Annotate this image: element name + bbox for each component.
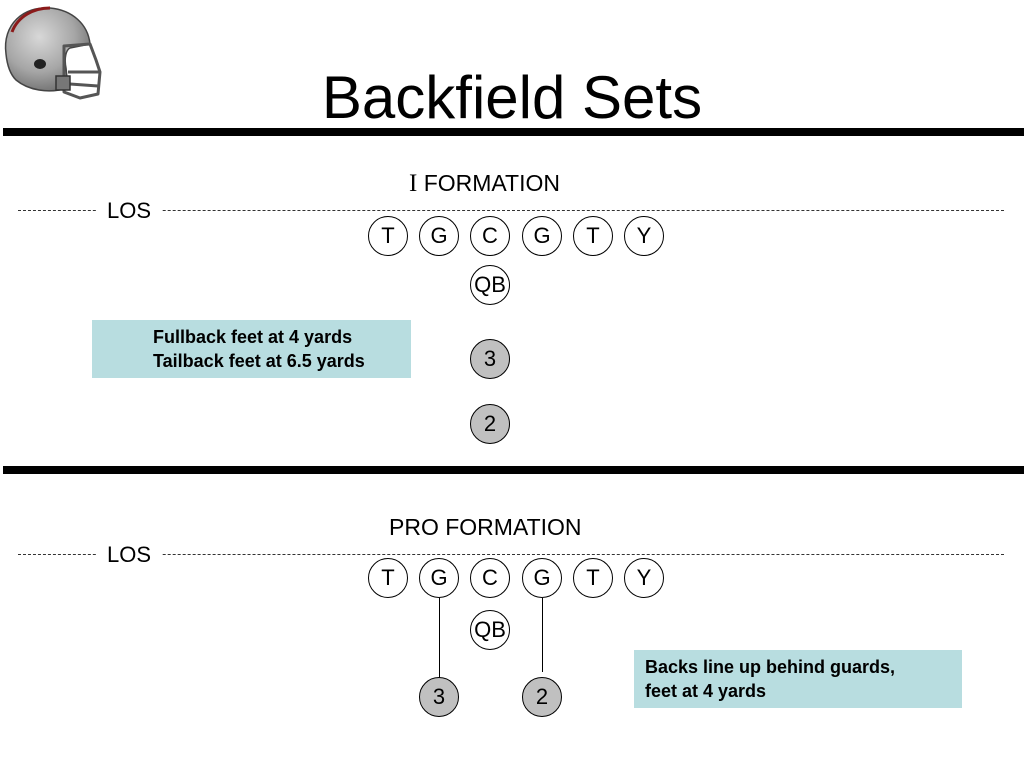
i-lineman-center: C: [470, 216, 510, 256]
i-formation-note: Fullback feet at 4 yards Tailback feet a…: [92, 320, 411, 378]
i-formation-title-prefix: I: [409, 170, 418, 197]
i-lineman-tackle-left: T: [368, 216, 408, 256]
i-formation-note-line1: Fullback feet at 4 yards: [153, 327, 353, 347]
i-lineman-tackle-right: T: [573, 216, 613, 256]
football-helmet-icon: [4, 6, 102, 100]
pro-formation-note-line1: Backs line up behind guards,: [645, 657, 896, 677]
i-tight-end: Y: [624, 216, 664, 256]
i-fullback: 3: [470, 339, 510, 379]
pro-lineman-center: C: [470, 558, 510, 598]
pro-left-guard-alignment-line: [439, 598, 440, 678]
pro-formation-title: PRO FORMATION: [389, 514, 582, 540]
pro-formation-los-label: LOS: [97, 542, 162, 568]
pro-tight-end: Y: [624, 558, 664, 598]
i-formation-note-line2: Tailback feet at 6.5 yards: [153, 351, 365, 371]
pro-right-guard-alignment-line: [542, 598, 543, 672]
i-formation-title-suffix: FORMATION: [417, 170, 560, 196]
pro-quarterback: QB: [470, 610, 510, 650]
pro-left-back: 3: [419, 677, 459, 717]
i-formation-los-label: LOS: [97, 198, 162, 224]
i-lineman-guard-left: G: [419, 216, 459, 256]
section-divider: [3, 466, 1024, 474]
i-quarterback: QB: [470, 265, 510, 305]
pro-formation-los-line: [18, 554, 1004, 555]
pro-lineman-guard-right: G: [522, 558, 562, 598]
title-divider: [3, 128, 1024, 136]
i-lineman-guard-right: G: [522, 216, 562, 256]
slide-title: Backfield Sets: [321, 64, 703, 131]
pro-lineman-tackle-right: T: [573, 558, 613, 598]
pro-lineman-guard-left: G: [419, 558, 459, 598]
pro-lineman-tackle-left: T: [368, 558, 408, 598]
pro-formation-note: Backs line up behind guards, feet at 4 y…: [634, 650, 962, 708]
i-formation-title: I FORMATION: [409, 169, 560, 198]
i-formation-los-line: [18, 210, 1004, 211]
pro-formation-note-line2: feet at 4 yards: [645, 681, 767, 701]
i-tailback: 2: [470, 404, 510, 444]
pro-right-back: 2: [522, 677, 562, 717]
